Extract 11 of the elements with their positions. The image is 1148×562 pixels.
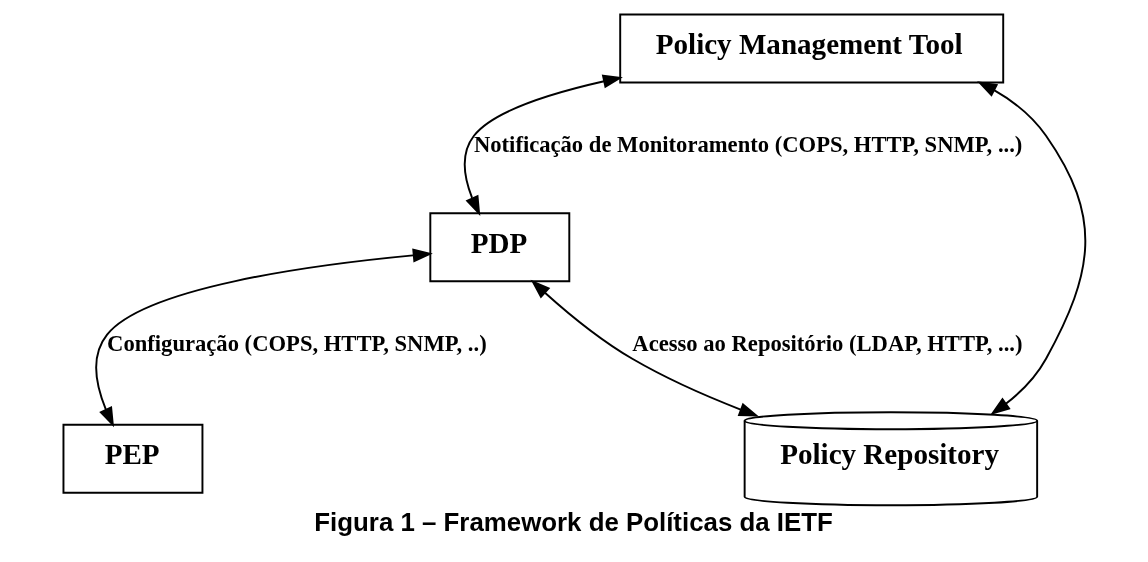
arrow [94,248,433,428]
edge-label: Notificação de Monitoramento (COPS, HTTP, SNMP, ...) [473,132,1022,158]
edge-label: Acesso ao Repositório (LDAP, HTTP, ...) [631,331,1023,357]
node-box: Policy Management Tool [618,13,1004,84]
arrow [463,74,623,216]
node-box: PEP [62,423,203,494]
arrow [976,81,1086,415]
caption: Figura 1 – Framework de Políticas da IETF [313,507,833,536]
arrow [530,279,759,417]
edge-label: Configuração (COPS, HTTP, SNMP, ..) [106,331,487,357]
node-box: PDP [428,212,570,283]
